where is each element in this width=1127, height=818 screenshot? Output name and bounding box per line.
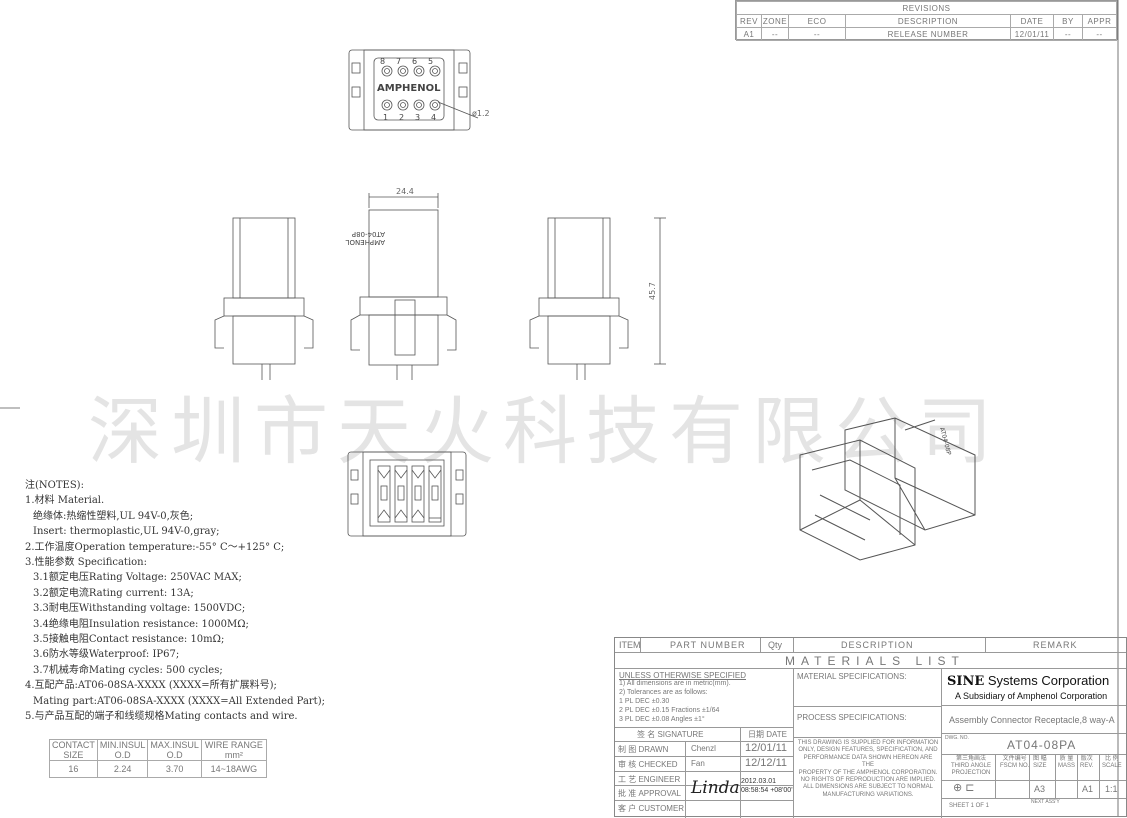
sign-date: 2012.03.01: [741, 778, 777, 785]
note-line: 3.7机械寿命Mating cycles: 500 cycles;: [33, 664, 223, 676]
revisions-header-row: REV ZONE ECO DESCRIPTION DATE BY APPR: [736, 14, 1117, 28]
sheet-label: SHEET 1 OF 1: [949, 803, 989, 809]
checked-name: Fan: [691, 759, 705, 768]
col-qty: Qty: [768, 640, 783, 650]
rev-value: A1: [1082, 784, 1094, 794]
iso-part-marking: AT04-08P: [938, 427, 952, 457]
rear-view: [347, 451, 467, 537]
col-description: DESCRIPTION: [841, 640, 914, 650]
note-line: Insert: thermoplastic,UL 94V-0,gray;: [33, 526, 220, 538]
brand-label: AMPHENOL: [377, 83, 441, 94]
hole-dimension: ø1.2: [472, 109, 490, 118]
dwg-no-label: DWG. NO.: [945, 735, 969, 741]
width-dimension: 24.4: [396, 187, 414, 196]
company-watermark: 深圳市天火科技有限公司: [88, 389, 1001, 475]
part-marking-number: AT04-08P: [352, 230, 385, 238]
col-item: ITEM: [619, 640, 641, 650]
approval-signature: Linda: [691, 778, 740, 798]
note-line: 2.工作温度Operation temperature:-55° C～+125°…: [25, 541, 285, 553]
drawn-date: 12/01/11: [745, 742, 788, 754]
note-line: 4.互配产品:AT06-08SA-XXXX (XXXX=所有扩展料号);: [25, 680, 277, 692]
top-number-7: 7: [396, 57, 401, 66]
note-line: 3.6防水等级Waterproof: IP67;: [33, 649, 180, 661]
drawing-number: AT04-08PA: [1007, 738, 1077, 752]
checked-label: 审 核 CHECKED: [618, 760, 678, 769]
title-block: ITEM PART NUMBER Qty DESCRIPTION REMARK …: [614, 637, 1127, 818]
subsidiary-line: A Subsidiary of Amphenol Corporation: [955, 691, 1108, 701]
side-view-right: [529, 217, 666, 380]
company-name: SINE Systems Corporation: [947, 673, 1110, 689]
revisions-block: REVISIONS REV ZONE ECO DESCRIPTION DATE …: [735, 0, 1118, 41]
note-line: 3.4绝缘电阻Insulation resistance: 1000MΩ;: [33, 618, 249, 630]
customer-label: 客 户 CUSTOMER: [618, 804, 685, 813]
isometric-view: [799, 417, 976, 561]
top-number-8: 8: [380, 57, 385, 66]
note-line: 3.2额定电流Rating current: 13A;: [33, 587, 194, 599]
notes-section: 注(NOTES): 1.材料 Material. 绝缘体:热缩性塑料,UL 94…: [25, 478, 355, 725]
engineer-label: 工 艺 ENGINEER: [618, 775, 681, 784]
note-line: 注(NOTES):: [25, 480, 84, 491]
note-line: 1.材料 Material.: [25, 495, 105, 507]
note-line: 3.3耐电压Withstanding voltage: 1500VDC;: [33, 603, 246, 615]
approval-label: 批 准 APPROVAL: [618, 789, 681, 798]
next-assy-label: NEXT ASS'Y: [1031, 799, 1060, 805]
materials-list-title: MATERIALS LIST: [785, 654, 965, 668]
note-line: 绝缘体:热缩性塑料,UL 94V-0,灰色;: [33, 510, 194, 522]
part-description: Assembly Connector Receptacle,8 way-A: [949, 715, 1115, 725]
note-line: 3.1额定电压Rating Voltage: 250VAC MAX;: [33, 572, 242, 584]
col-remark: REMARK: [1033, 640, 1078, 650]
process-spec-label: PROCESS SPECIFICATIONS:: [797, 713, 907, 722]
unless-otherwise: UNLESS OTHERWISE SPECIFIED: [619, 671, 746, 680]
bottom-number-4: 4: [431, 113, 436, 122]
disclaimer: THIS DRAWING IS SUPPLIED FOR INFORMATION…: [797, 740, 939, 798]
material-spec-label: MATERIAL SPECIFICATIONS:: [797, 672, 907, 681]
revisions-row: A1 -- -- RELEASE NUMBER 12/01/11 -- --: [736, 27, 1117, 41]
projection-symbol-icon: ⊕ ⊏: [953, 782, 975, 794]
bottom-number-1: 1: [383, 113, 388, 122]
front-face-view: [348, 49, 479, 131]
top-number-6: 6: [412, 57, 417, 66]
contact-table-row: 16 2.24 3.70 14~18AWG: [49, 760, 267, 778]
drawn-name: Chenzl: [691, 744, 716, 753]
height-dimension: 45.7: [648, 282, 657, 300]
side-view-left: [214, 217, 314, 380]
date-header: 日期 DATE: [748, 730, 787, 739]
bottom-number-2: 2: [399, 113, 404, 122]
top-number-5: 5: [428, 57, 433, 66]
bottom-number-3: 3: [415, 113, 420, 122]
note-line: 3.性能参数 Specification:: [25, 557, 147, 569]
drawn-label: 制 图 DRAWN: [618, 745, 669, 754]
note-line: Mating part:AT06-08SA-XXXX (XXXX=All Ext…: [33, 695, 325, 707]
checked-date: 12/12/11: [745, 757, 788, 769]
signature-header: 签 名 SIGNATURE: [637, 730, 704, 739]
side-view-center: [350, 193, 457, 380]
note-line: 3.5接触电阻Contact resistance: 10mΩ;: [33, 634, 225, 646]
note-line: 5.与产品互配的端子和线缆规格Mating contacts and wire.: [25, 711, 298, 723]
col-part-number: PART NUMBER: [670, 640, 746, 650]
sign-time: 08:58:54 +08'00': [741, 787, 793, 794]
part-marking-brand: AMPHENOL: [346, 238, 385, 246]
scale-value: 1:1: [1105, 784, 1118, 794]
size-value: A3: [1034, 784, 1046, 794]
